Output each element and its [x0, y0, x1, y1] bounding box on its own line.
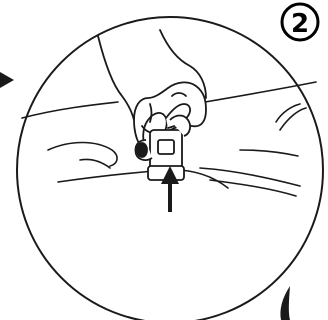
step-badge: 2 [282, 4, 318, 40]
device-nail [137, 143, 147, 157]
skin-curve-upper-right-2 [280, 108, 306, 130]
skin-horizon-line-right [205, 82, 316, 102]
curved-tail-icon [280, 286, 290, 320]
pointer-arrow-icon [0, 72, 14, 88]
skin-fold-left [48, 143, 117, 167]
step-number: 2 [291, 9, 309, 39]
hand-forearm [98, 36, 134, 120]
device-window [158, 140, 174, 154]
skin-crease-far [240, 150, 298, 156]
skin-horizon-line [22, 102, 118, 118]
skin-crease-right [200, 168, 300, 186]
skin-fold-short [80, 159, 110, 168]
skin-crease-main [58, 170, 228, 188]
